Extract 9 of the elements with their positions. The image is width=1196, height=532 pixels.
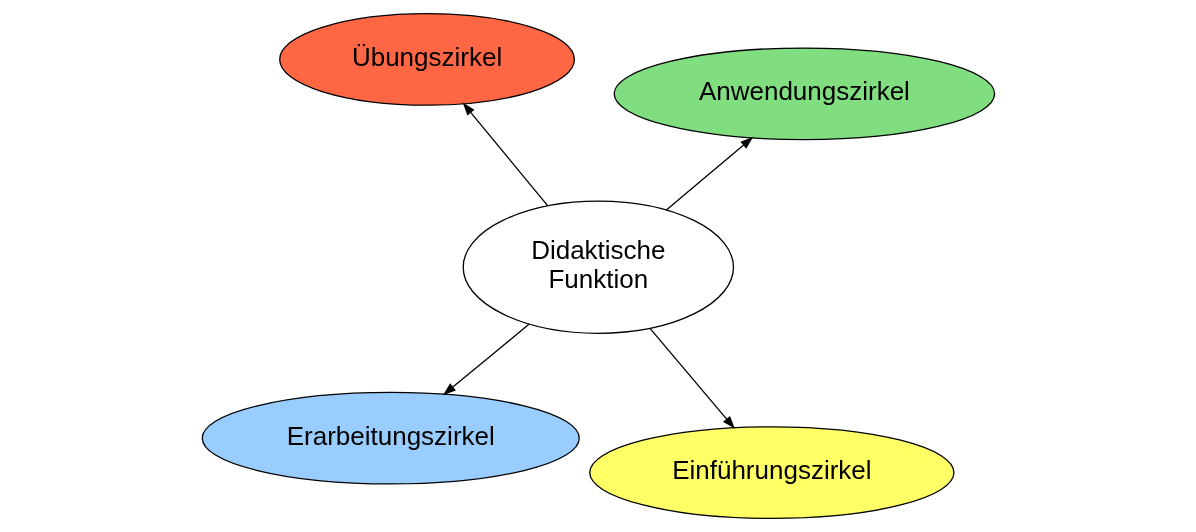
arrow — [665, 136, 753, 211]
node-ellipse: Einführungszirkel — [588, 426, 955, 520]
node-ellipse: Übungszirkel — [278, 12, 575, 106]
node-ellipse: Didaktische Funktion — [462, 200, 734, 334]
node-ellipse: Erarbeitungszirkel — [201, 391, 580, 485]
node-ellipse: Anwendungszirkel — [613, 47, 995, 141]
arrow — [442, 323, 530, 396]
arrow — [649, 328, 735, 429]
arrow — [462, 102, 548, 207]
